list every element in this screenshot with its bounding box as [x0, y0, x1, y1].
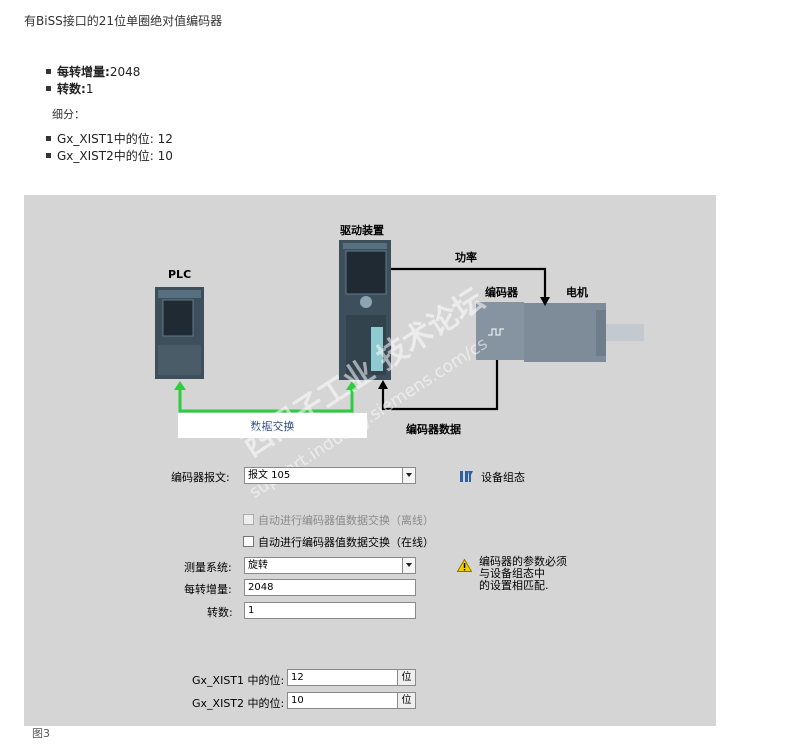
- drive-device-icon: [339, 240, 391, 380]
- motor-icon: [476, 302, 644, 362]
- warning-icon: [457, 559, 472, 572]
- motor-label: 电机: [566, 286, 588, 299]
- drive-label: 驱动装置: [340, 224, 384, 237]
- telegram-select[interactable]: 报文 105: [244, 467, 416, 484]
- increments-field[interactable]: 2048: [244, 579, 416, 596]
- subdivision-label: 细分：: [52, 108, 85, 121]
- auto-offline-checkbox[interactable]: [243, 514, 254, 525]
- bullet-icon: [46, 153, 51, 158]
- increments-label: 每转增量:: [184, 583, 232, 596]
- xist2-label: Gx_XIST2 中的位:: [192, 697, 285, 710]
- bullet-icon: [46, 136, 51, 141]
- measure-select[interactable]: 旋转: [244, 557, 416, 574]
- auto-online-checkbox[interactable]: [243, 536, 254, 547]
- encoder-label: 编码器: [485, 286, 518, 299]
- list-item: Gx_XIST2中的位: 10: [46, 147, 173, 164]
- data-exchange-label: 数据交换: [178, 413, 367, 438]
- auto-online-label: 自动进行编码器值数据交换（在线）: [258, 536, 434, 549]
- chevron-down-icon[interactable]: [402, 468, 415, 483]
- xist2-unit: 位: [397, 693, 415, 708]
- list-item: Gx_XIST1中的位: 12: [46, 130, 173, 147]
- encoder-data-label: 编码器数据: [406, 423, 461, 436]
- auto-offline-label: 自动进行编码器值数据交换（离线）: [258, 514, 434, 527]
- xist1-label: Gx_XIST1 中的位:: [192, 674, 285, 687]
- bullet-icon: [46, 69, 51, 74]
- warning-text: 编码器的参数必须 与设备组态中 的设置相匹配.: [479, 555, 567, 592]
- device-config-link[interactable]: 设备组态: [481, 471, 525, 484]
- xist1-unit: 位: [397, 670, 415, 685]
- measure-label: 测量系统:: [184, 561, 232, 574]
- revolutions-field[interactable]: 1: [244, 602, 416, 619]
- list-item: 转数:1: [46, 80, 93, 97]
- plc-label: PLC: [168, 268, 192, 281]
- page-title: 有BiSS接口的21位单圈绝对值编码器: [24, 14, 223, 28]
- revolutions-label: 转数:: [207, 606, 233, 619]
- telegram-label: 编码器报文:: [171, 471, 230, 484]
- power-label: 功率: [455, 251, 477, 264]
- list-item: 每转增量:2048: [46, 63, 140, 80]
- chevron-down-icon[interactable]: [402, 558, 415, 573]
- bullet-icon: [46, 86, 51, 91]
- plc-device-icon: [155, 287, 204, 379]
- device-config-icon[interactable]: [459, 469, 475, 483]
- figure-caption: 图3: [32, 727, 50, 740]
